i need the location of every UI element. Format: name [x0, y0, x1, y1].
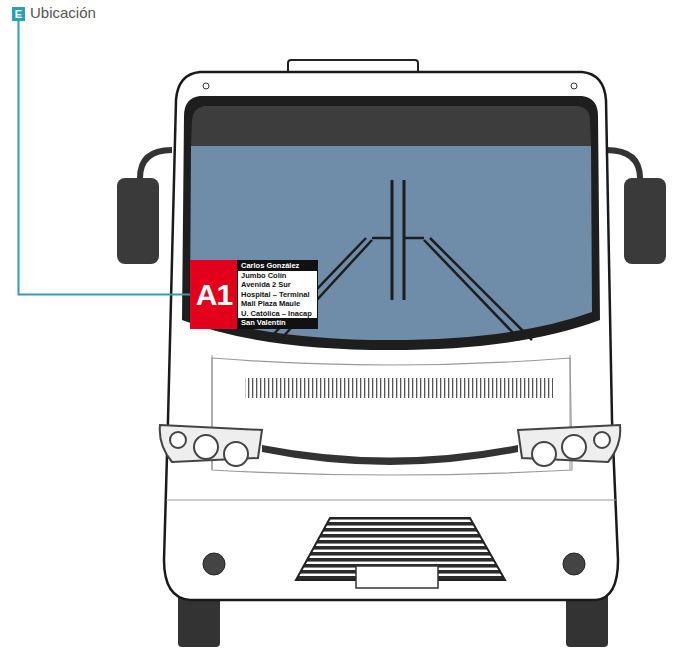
stop-name: San Valentín — [238, 318, 317, 328]
stop-name: Mall Plaza Maule — [238, 299, 317, 309]
stop-name: Carlos González — [238, 261, 317, 271]
callout-label: Ubicación — [30, 4, 96, 21]
route-number: A1 — [196, 278, 232, 312]
route-panel: Carlos GonzálezJumbo ColínAvenida 2 SurH… — [237, 260, 318, 329]
stop-name: Jumbo Colín — [238, 271, 317, 281]
leader-line — [19, 21, 191, 295]
stop-name: Avenida 2 Sur — [238, 280, 317, 290]
stop-name: U. Católica – Inacap — [238, 309, 317, 319]
stop-name: Hospital – Terminal — [238, 290, 317, 300]
callout-letter: E — [15, 8, 22, 20]
route-code: A1 — [190, 260, 238, 329]
callout-badge: E — [12, 7, 25, 21]
